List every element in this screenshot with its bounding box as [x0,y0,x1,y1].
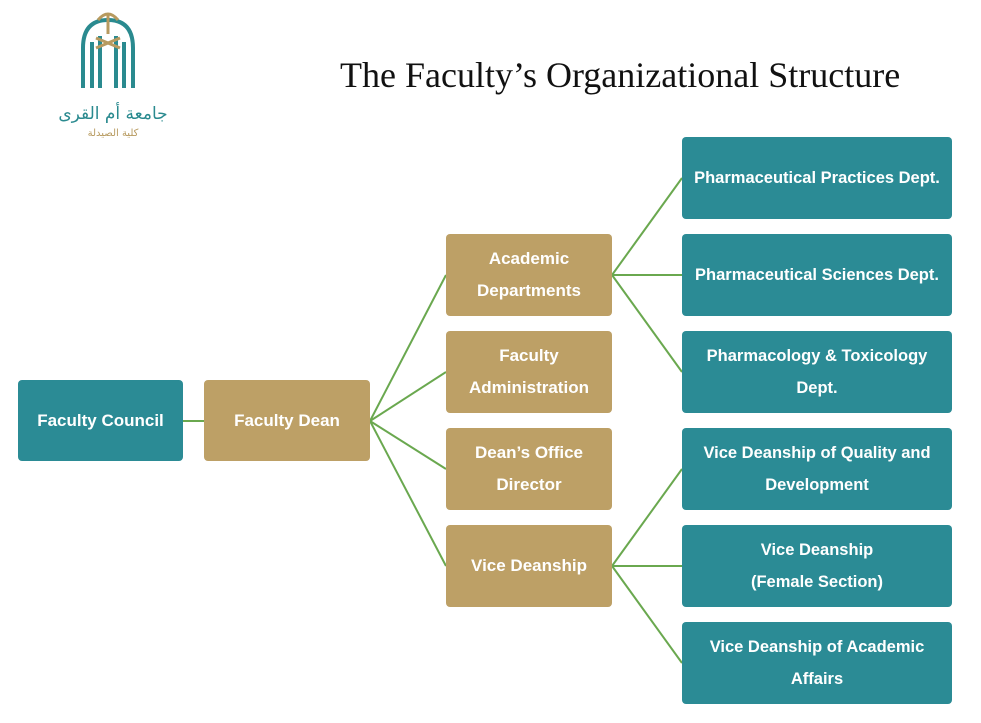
page-title: The Faculty’s Organizational Structure [340,55,901,95]
connector-academic-pharmacology [611,274,683,373]
vice-deanship-female-box: Vice Deanship (Female Section) [682,525,952,607]
deans-office-director-box: Dean’s Office Director [446,428,612,510]
connector-dean-administration [369,371,447,422]
connector-dean-academic [369,274,447,422]
academic-departments-box: Academic Departments [446,234,612,316]
logo-arabic-subtitle: كلية الصيدلة [87,128,139,139]
logo-arabic-name: جامعة أم القرى [58,104,168,124]
vice-deanship-academic-affairs-box: Vice Deanship of Academic Affairs [682,622,952,704]
connector-vice-academic-affairs [611,565,683,664]
faculty-administration-box: Faculty Administration [446,331,612,413]
connector-dean-office [369,420,447,470]
pharmaceutical-sciences-box: Pharmaceutical Sciences Dept. [682,234,952,316]
faculty-council-box: Faculty Council [18,380,183,461]
vice-deanship-box: Vice Deanship [446,525,612,607]
connector-vice-quality [611,468,683,567]
pharmaceutical-practices-box: Pharmaceutical Practices Dept. [682,137,952,219]
university-logo [81,12,135,88]
connector-academic-practices [611,177,683,276]
pharmacology-toxicology-box: Pharmacology & Toxicology Dept. [682,331,952,413]
faculty-dean-box: Faculty Dean [204,380,370,461]
connector-dean-vice [369,420,447,567]
vice-deanship-quality-box: Vice Deanship of Quality and Development [682,428,952,510]
